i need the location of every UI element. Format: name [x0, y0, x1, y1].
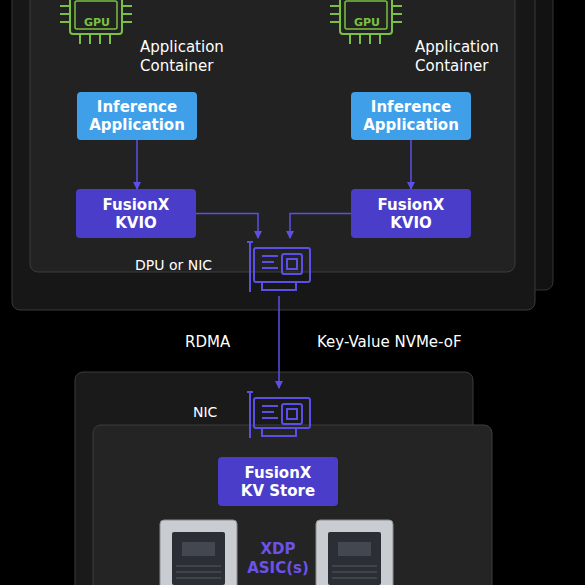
text-label: GPU: [353, 16, 381, 30]
device-label: NIC: [193, 404, 217, 420]
edge-label: RDMA: [185, 333, 230, 352]
asic-chip: [160, 520, 237, 585]
box-label: Inference Application: [89, 98, 185, 134]
nic-icon: [244, 388, 314, 442]
process-box: FusionX KVIO: [351, 189, 471, 238]
gpu-icon: [330, 0, 402, 44]
server-panel: [12, 0, 535, 310]
asic-chip: [316, 520, 393, 585]
nic-icon: [244, 238, 314, 296]
process-box: Inference Application: [77, 92, 197, 140]
text-label: GPU: [83, 16, 111, 30]
connector-arrow: [196, 214, 258, 239]
gpu-icon: [60, 0, 132, 44]
box-label: FusionX KVIO: [366, 196, 456, 232]
process-box: FusionX KVIO: [76, 189, 196, 238]
storage-panel: [93, 425, 492, 585]
connector-arrow: [410, 140, 412, 189]
connector-arrow: [278, 296, 280, 388]
process-box: Inference Application: [351, 92, 471, 140]
nic-card: NIC: [244, 388, 314, 442]
process-box: FusionX KV Store: [218, 457, 338, 506]
text-label: XDP ASIC(s): [242, 540, 314, 578]
box-label: FusionX KV Store: [233, 464, 323, 500]
text-label: Application Container: [415, 38, 525, 76]
text-label: Key-Value NVMe-oF: [317, 333, 517, 352]
box-label: Inference Application: [363, 98, 459, 134]
connector-arrow: [290, 214, 351, 239]
nic-card: DPU or NIC: [244, 238, 314, 296]
box-label: FusionX KVIO: [91, 196, 181, 232]
connector-arrow: [136, 140, 138, 189]
text-label: Application Container: [140, 38, 250, 76]
device-label: DPU or NIC: [135, 257, 212, 273]
